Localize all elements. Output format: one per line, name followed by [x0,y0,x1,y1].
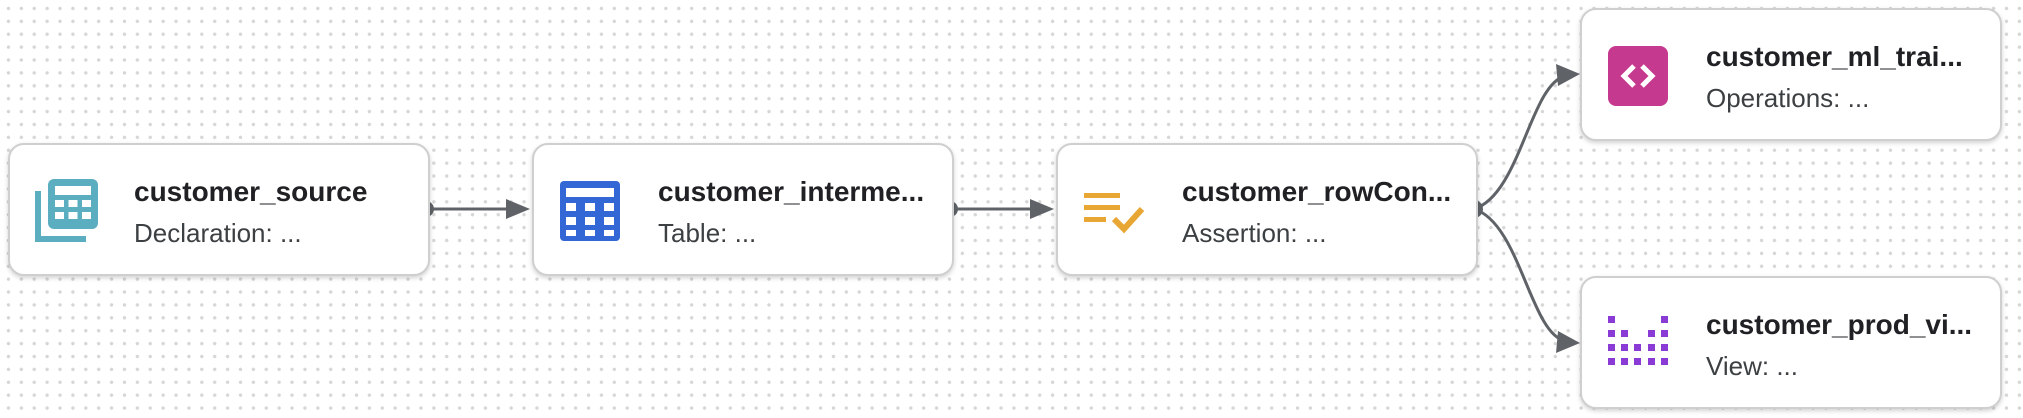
edge-rowcon-to-prod [1465,200,1580,353]
node-title: customer_interme... [658,176,925,207]
table-grid-icon [554,175,626,247]
code-brackets-icon [1602,40,1674,112]
view-dots-icon [1602,308,1674,380]
node-subtitle: Declaration: ... [134,218,302,248]
edge-intermediate-to-rowcon [942,199,1054,219]
node-title: customer_source [134,176,368,207]
node-subtitle: Assertion: ... [1182,218,1327,248]
node-subtitle: View: ... [1706,351,1799,381]
assertion-check-icon [1078,175,1150,247]
declaration-stack-icon [30,175,102,247]
node-customer-intermediate[interactable]: customer_interme... Table: ... [532,143,954,276]
node-subtitle: Operations: ... [1706,83,1870,113]
node-customer-ml-training[interactable]: customer_ml_trai... Operations: ... [1580,8,2002,141]
node-customer-prod-view[interactable]: customer_prod_vi... View: ... [1580,276,2002,409]
node-title: customer_prod_vi... [1706,309,1973,340]
node-subtitle: Table: ... [658,218,757,248]
node-title: customer_ml_trai... [1706,41,1963,72]
node-customer-source[interactable]: customer_source Declaration: ... [8,143,430,276]
edge-source-to-intermediate [418,199,530,219]
edge-rowcon-to-ml [1473,64,1580,211]
node-title: customer_rowCon... [1182,176,1452,207]
node-customer-rowcon[interactable]: customer_rowCon... Assertion: ... [1056,143,1478,276]
